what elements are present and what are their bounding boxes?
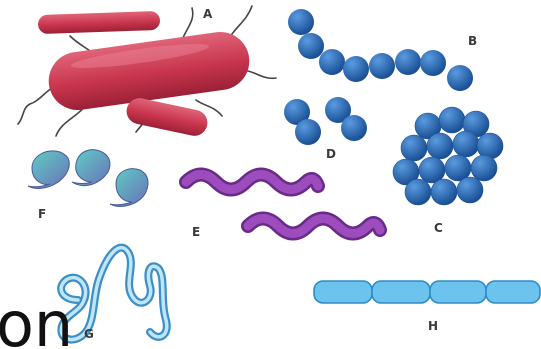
label-d: D [326, 147, 336, 161]
coccus [431, 179, 457, 205]
coccus [420, 50, 446, 76]
bacillus-segment [314, 281, 372, 303]
label-a: A [203, 7, 213, 21]
coccus [427, 133, 453, 159]
streptobacilli-h: H [314, 281, 540, 333]
bacillus-segment [372, 281, 430, 303]
coccus [295, 119, 321, 145]
staphylococcus-cluster-c: C [393, 107, 503, 235]
label-c: C [434, 221, 443, 235]
vibrios-f: F [28, 150, 148, 221]
label-h: H [428, 319, 438, 333]
coccus [447, 65, 473, 91]
diplococci-d: D [284, 97, 367, 161]
coccus [319, 49, 345, 75]
label-b: B [468, 34, 477, 48]
vibrio [110, 169, 148, 207]
coccus [405, 179, 431, 205]
small-rod-top [38, 11, 161, 34]
spirilla-e: E [186, 175, 380, 240]
label-e: E [192, 225, 200, 239]
spirochete-inner [61, 248, 167, 340]
label-f: F [38, 207, 46, 221]
overlay-text: on [0, 288, 73, 349]
vibrio [72, 150, 110, 186]
coccus [343, 56, 369, 82]
streptococcus-chain-b: B [288, 9, 477, 91]
coccus [369, 53, 395, 79]
coccus [395, 49, 421, 75]
coccus [453, 131, 479, 157]
bacillus-segment [486, 281, 540, 303]
bacillus-group-a: A [18, 6, 276, 138]
coccus [298, 33, 324, 59]
coccus [471, 155, 497, 181]
spirochete-g: G [61, 248, 167, 341]
coccus [401, 135, 427, 161]
vibrio [28, 151, 69, 188]
coccus [439, 107, 465, 133]
coccus [288, 9, 314, 35]
coccus [341, 115, 367, 141]
bacillus-segment [430, 281, 486, 303]
coccus [457, 177, 483, 203]
label-g: G [84, 327, 94, 341]
